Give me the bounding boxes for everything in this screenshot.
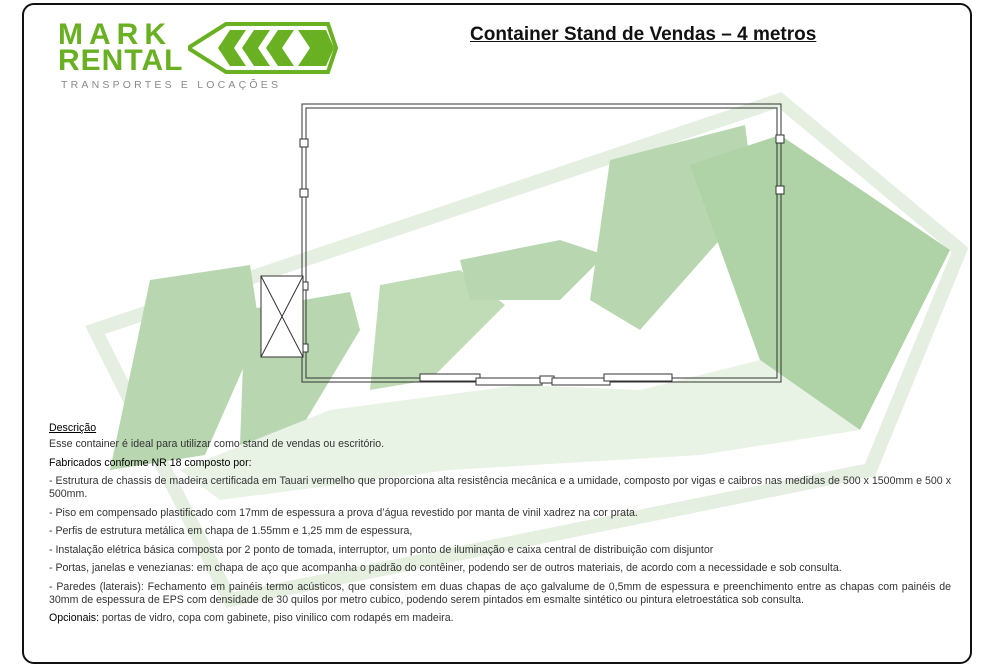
- logo-text-mark: MARK: [58, 18, 172, 51]
- optionals-text: portas de vidro, copa com gabinete, piso…: [99, 612, 454, 624]
- spec-item-chassis: - Estrutura de chassis de madeira certif…: [49, 475, 951, 500]
- logo-tagline: TRANSPORTES E LOCAÇÕES: [61, 79, 282, 91]
- optionals-line: Opcionais: portas de vidro, copa com gab…: [49, 612, 951, 625]
- spec-item-profiles: - Perfis de estrutura metálica em chapa …: [49, 525, 413, 537]
- spec-item-floor: - Piso em compensado plastificado com 17…: [49, 506, 638, 519]
- page-title: Container Stand de Vendas – 4 metros: [470, 24, 817, 45]
- composition-heading: Fabricados conforme NR 18 composto por:: [49, 456, 252, 469]
- spec-item-electrical: - Instalação elétrica básica composta po…: [49, 543, 714, 556]
- company-logo: MARK RENTAL TRANSPORTES E LOCAÇÕES: [58, 20, 338, 100]
- spec-item-walls: - Paredes (laterais): Fechamento em pain…: [49, 580, 951, 606]
- description-section: Descrição Esse container é ideal para ut…: [49, 422, 951, 631]
- description-intro: Esse container é ideal para utilizar com…: [49, 438, 385, 450]
- spec-item-doors: - Portas, janelas e venezianas: em chapa…: [49, 562, 842, 574]
- logo-text-rental: RENTAL: [58, 44, 184, 77]
- optionals-label: Opcionais:: [49, 612, 100, 624]
- description-heading: Descrição: [49, 422, 97, 434]
- logo-chevrons-icon: [188, 22, 338, 74]
